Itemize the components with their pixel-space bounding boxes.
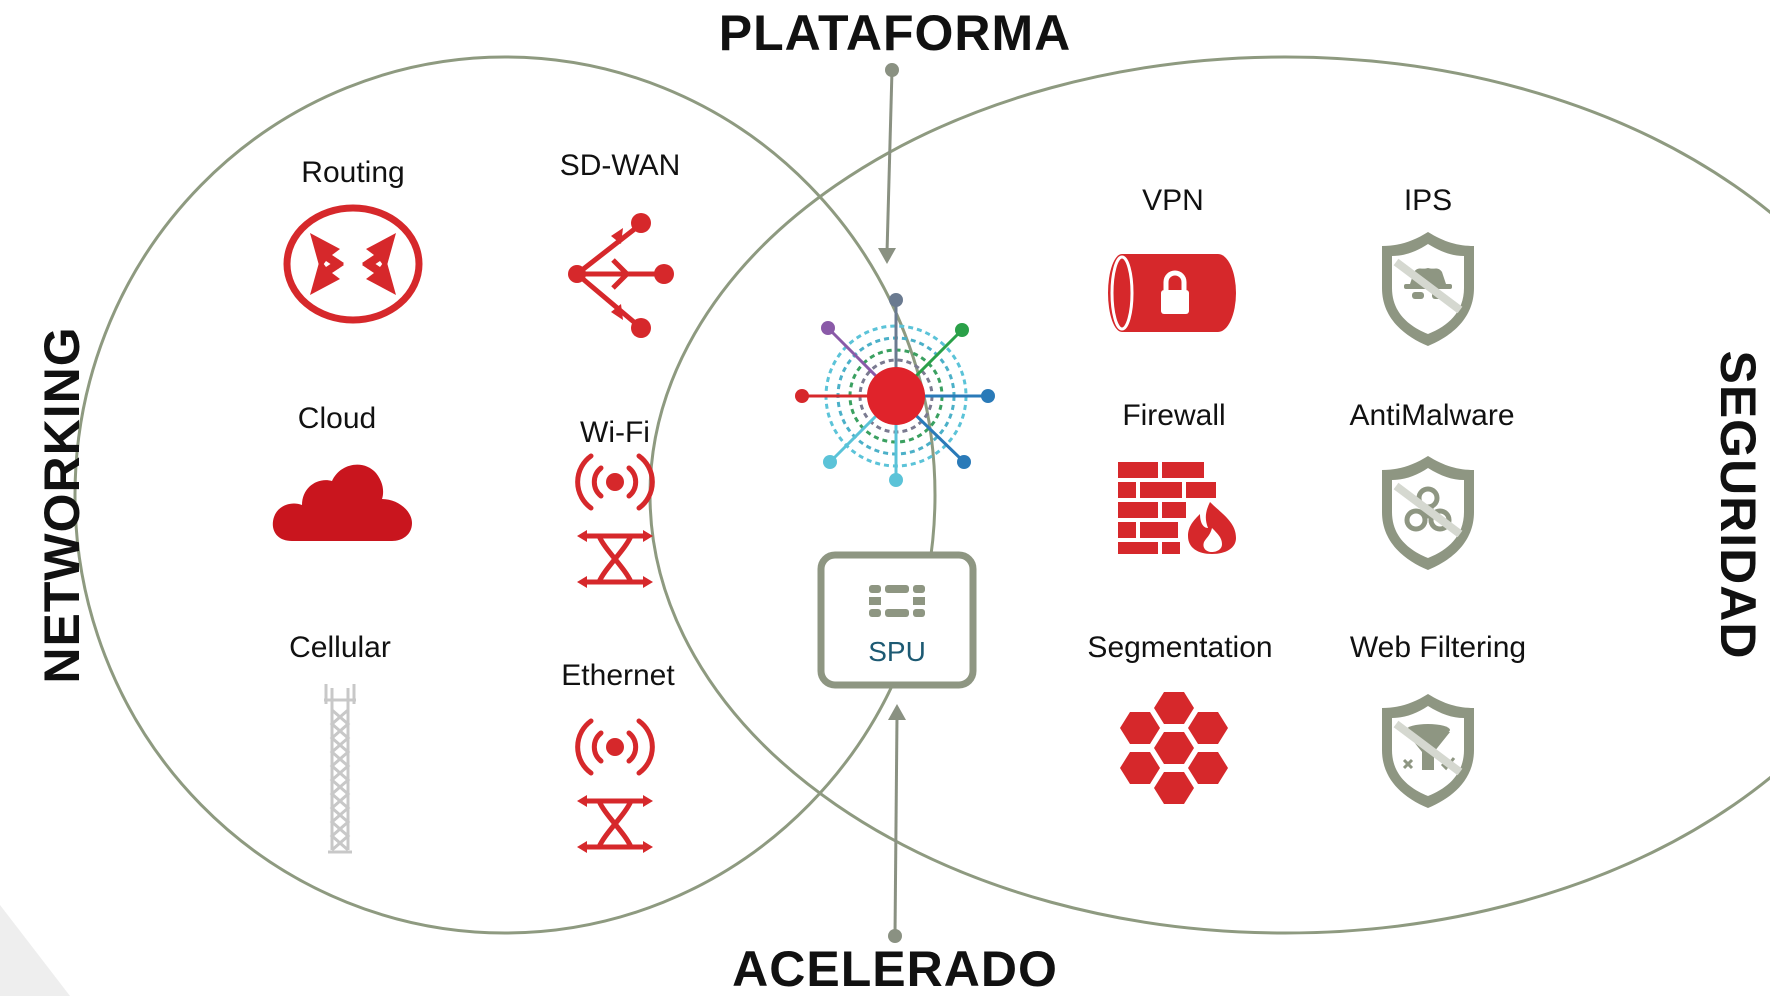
wifi-icon xyxy=(575,453,655,588)
platform-hub-icon xyxy=(795,293,995,487)
web-filtering-label: Web Filtering xyxy=(1349,631,1527,664)
ips-shield-icon xyxy=(1382,232,1474,346)
firewall-label: Firewall xyxy=(1122,399,1226,432)
segmentation-icon xyxy=(1120,692,1228,804)
cellular-label: Cellular xyxy=(289,631,391,664)
spu-chip-icon xyxy=(817,551,977,689)
bottom-arrow-dot xyxy=(888,929,902,943)
cloud-label: Cloud xyxy=(297,402,377,435)
spu-label: SPU xyxy=(868,636,926,667)
corner-decoration xyxy=(0,905,70,996)
bottom-arrow-line xyxy=(893,715,899,936)
vpn-icon xyxy=(1108,254,1236,332)
vpn-label: VPN xyxy=(1142,184,1204,217)
segmentation-label: Segmentation xyxy=(1087,631,1273,664)
antimalware-shield-icon xyxy=(1382,456,1474,570)
bottom-arrow-head xyxy=(888,704,906,720)
top-arrow-head xyxy=(878,248,896,264)
ethernet-icon xyxy=(575,718,655,853)
top-arrow-line xyxy=(885,69,894,254)
ips-label: IPS xyxy=(1403,184,1453,217)
firewall-icon xyxy=(1118,462,1236,554)
routing-icon xyxy=(283,204,423,324)
label-seguridad: SEGURIDAD xyxy=(1710,350,1766,660)
title-plataforma: PLATAFORMA xyxy=(718,5,1072,61)
web-filtering-shield-icon xyxy=(1382,694,1474,808)
antimalware-label: AntiMalware xyxy=(1349,399,1515,432)
routing-label: Routing xyxy=(301,156,405,189)
top-arrow-dot xyxy=(885,63,899,77)
label-networking: NETWORKING xyxy=(34,326,90,684)
wifi-label: Wi-Fi xyxy=(580,416,650,449)
title-acelerado: ACELERADO xyxy=(732,941,1058,997)
cloud-icon xyxy=(272,464,412,541)
cell-tower-icon xyxy=(324,684,356,854)
sdwan-icon xyxy=(568,213,674,338)
ethernet-label: Ethernet xyxy=(561,659,675,692)
networking-circle xyxy=(73,55,937,935)
sdwan-label: SD-WAN xyxy=(559,149,681,182)
